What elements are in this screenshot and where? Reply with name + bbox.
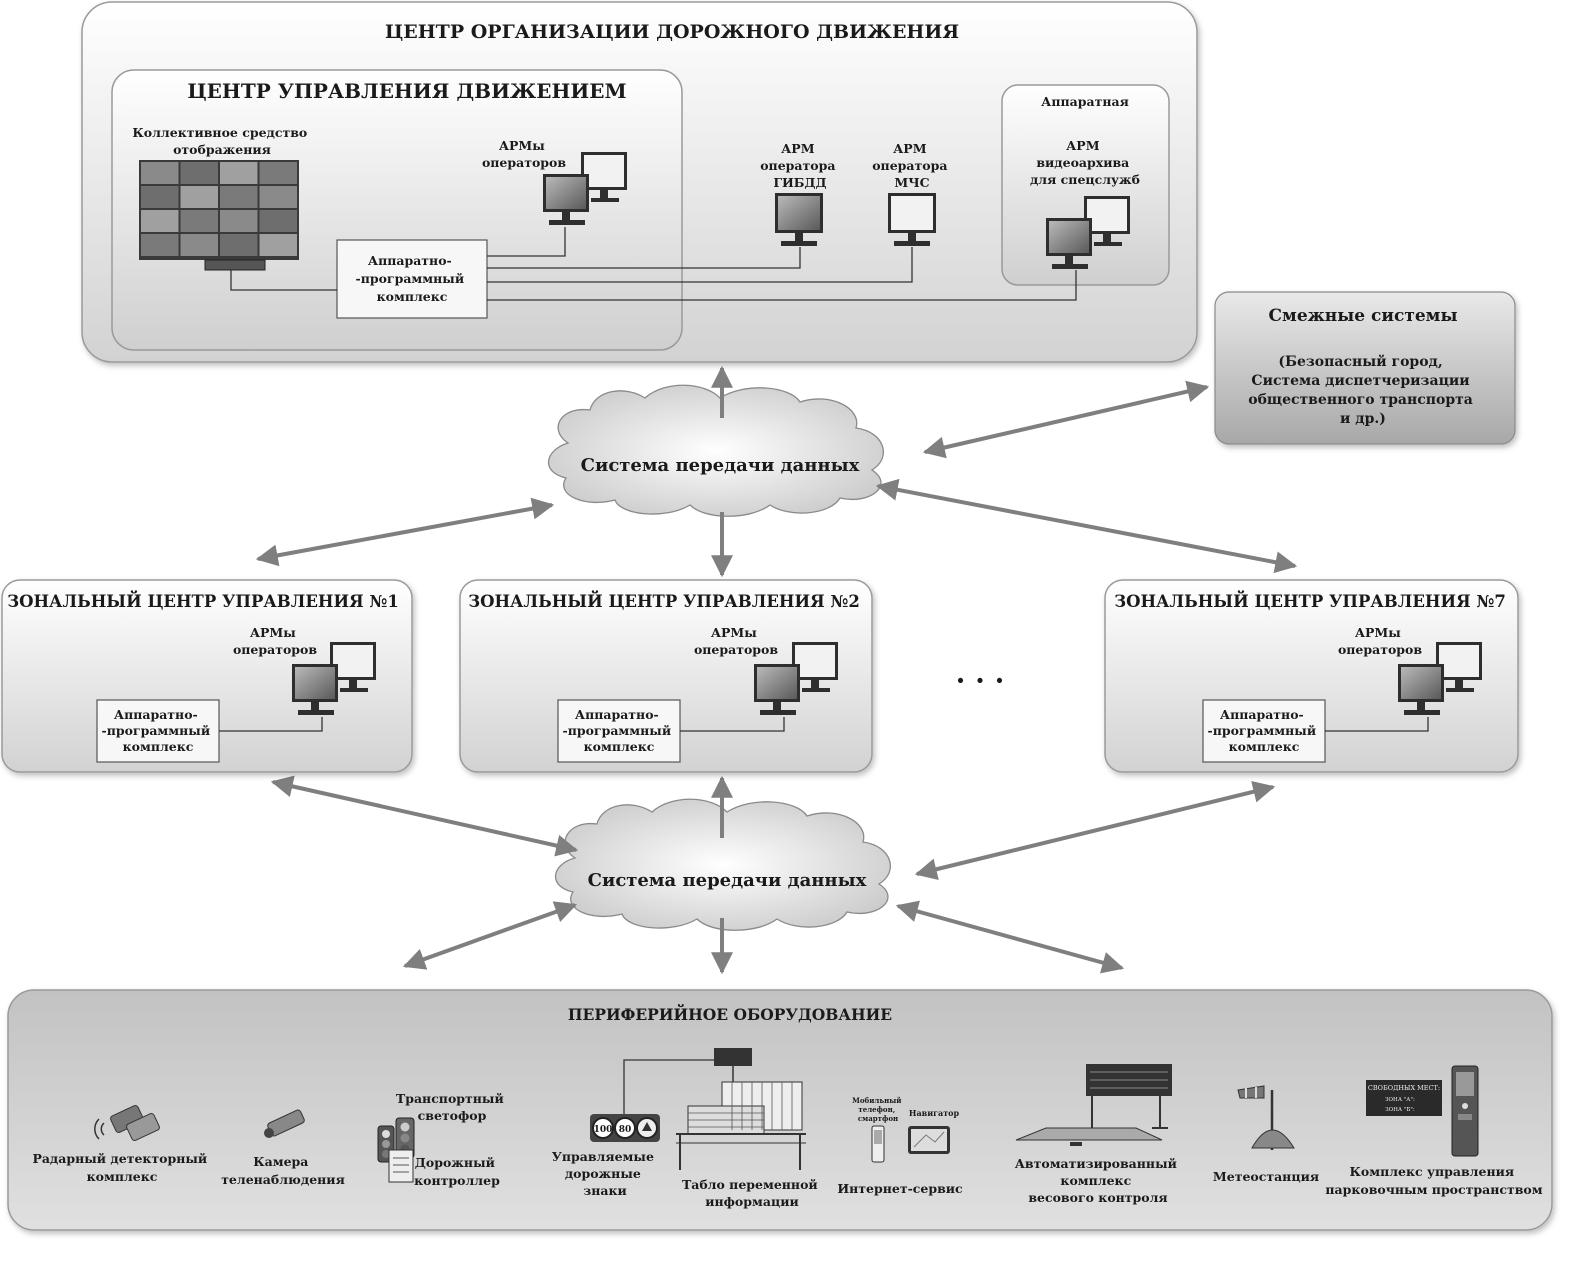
svg-text:Аппаратно- -программ: Аппаратно- -программный комплекс	[356, 253, 469, 304]
camera-label: Камера теленаблюдения	[221, 1154, 345, 1187]
video-wall-screen	[220, 234, 258, 256]
radar-icon	[94, 1104, 160, 1142]
mchs-label: АРМ оператора МЧС	[872, 141, 952, 190]
zone-title: ЗОНАЛЬНЫЙ ЦЕНТР УПРАВЛЕНИЯ №2	[468, 590, 860, 611]
video-wall-screen	[220, 210, 258, 232]
zonal-center-7: ЗОНАЛЬНЫЙ ЦЕНТР УПРАВЛЕНИЯ №7 АРМы опера…	[1104, 579, 1519, 773]
traffic-organization-center: ЦЕНТР ОРГАНИЗАЦИИ ДОРОЖНОГО ДВИЖЕНИЯ ЦЕН…	[81, 1, 1198, 363]
center-connection-lines	[230, 227, 1077, 301]
zone-operators-label: АРМы операторов	[694, 625, 778, 657]
svg-text:ЗОНА "Б":: ЗОНА "Б":	[1385, 1107, 1415, 1113]
network-bottom-label: Система передачи данных	[588, 870, 867, 891]
camera-icon	[264, 1109, 305, 1138]
video-wall-screen	[220, 162, 258, 184]
weigh-station-icon	[1015, 1064, 1172, 1146]
parking-label: Комплекс управления парковочным простран…	[1325, 1164, 1542, 1197]
zonal-center-1: ЗОНАЛЬНЫЙ ЦЕНТР УПРАВЛЕНИЯ №1 АРМы опера…	[1, 579, 413, 773]
data-network-cloud-bottom: Система передачи данных	[554, 798, 891, 931]
zone-hw-complex	[96, 699, 220, 763]
adjacent-title: Смежные системы	[1269, 306, 1458, 326]
signs-label: Управляемые дорожные знаки	[552, 1149, 659, 1198]
radar-label: Радарный детекторный комплекс	[32, 1151, 211, 1184]
svg-text:Аппаратно- -программный: Аппаратно- -программный комплекс	[1208, 707, 1321, 754]
phone-icon	[871, 1125, 885, 1163]
parking-board-icon: СВОБОДНЫХ МЕСТ: ЗОНА "А": ЗОНА "Б":	[1366, 1080, 1442, 1116]
peripheral-equipment: ПЕРИФЕРИЙНОЕ ОБОРУДОВАНИЕ Радарный детек…	[7, 989, 1553, 1231]
data-network-cloud-top: Система передачи данных	[547, 384, 884, 517]
variable-message-board-icon	[676, 1048, 806, 1170]
video-wall-screen	[141, 234, 179, 256]
hw-software-complex: Аппаратно- -программный комплекс	[336, 239, 488, 319]
video-wall-screen	[220, 186, 258, 208]
zone-operators-label: АРМы операторов	[1338, 625, 1422, 657]
hardware-room-title: Аппаратная	[1041, 94, 1129, 109]
tmc-title: ЦЕНТР УПРАВЛЕНИЯ ДВИЖЕНИЕМ	[187, 79, 626, 103]
navigator-label: Навигатор	[909, 1108, 960, 1118]
adjacent-description: (Безопасный город, Система диспетчеризац…	[1248, 353, 1478, 427]
video-wall-screen	[259, 234, 297, 256]
vms-label: Табло переменной информации	[682, 1177, 822, 1209]
svg-text:80: 80	[619, 1125, 632, 1135]
video-wall-screen	[180, 186, 218, 208]
parking-terminal-icon	[1451, 1065, 1479, 1157]
svg-text:Аппаратно- -программный: Аппаратно- -программный комплекс	[563, 707, 676, 754]
zone-title: ЗОНАЛЬНЫЙ ЦЕНТР УПРАВЛЕНИЯ №7	[1114, 590, 1506, 611]
variable-signs-icon: 100 80	[590, 1059, 714, 1142]
svg-text:Аппаратно- -программный: Аппаратно- -программный комплекс	[102, 707, 215, 754]
video-wall-screen	[259, 162, 297, 184]
svg-text:СВОБОДНЫХ МЕСТ:: СВОБОДНЫХ МЕСТ:	[1368, 1084, 1440, 1092]
center-title: ЦЕНТР ОРГАНИЗАЦИИ ДОРОЖНОГО ДВИЖЕНИЯ	[385, 21, 959, 43]
phone-label: Мобильный телефон, смартфон	[852, 1096, 904, 1123]
ellipsis: · · ·	[956, 664, 1005, 697]
zone-title: ЗОНАЛЬНЫЙ ЦЕНТР УПРАВЛЕНИЯ №1	[7, 590, 399, 611]
weather-station-icon	[1237, 1085, 1295, 1150]
navigator-icon	[908, 1126, 950, 1154]
peripheral-title: ПЕРИФЕРИЙНОЕ ОБОРУДОВАНИЕ	[568, 1005, 892, 1024]
gibdd-label: АРМ оператора ГИБДД	[760, 141, 840, 190]
data-flow-arrows	[255, 365, 1298, 975]
video-wall-icon	[139, 160, 299, 271]
video-wall-screen	[180, 162, 218, 184]
weather-label: Метеостанция	[1213, 1169, 1319, 1184]
video-archive-label: АРМ видеоархива для спецслужб	[1030, 138, 1140, 187]
zone-hw-complex	[557, 699, 681, 763]
zonal-center-2: ЗОНАЛЬНЫЙ ЦЕНТР УПРАВЛЕНИЯ №2 АРМы опера…	[459, 579, 873, 773]
video-wall-screen	[259, 210, 297, 232]
zone-hw-complex	[1202, 699, 1326, 763]
video-wall-screen	[259, 186, 297, 208]
traffic-light-label: Транспортный светофор	[396, 1091, 508, 1123]
video-wall-screen	[141, 186, 179, 208]
video-wall-screen	[180, 210, 218, 232]
zone-operators-label: АРМы операторов	[233, 625, 317, 657]
svg-text:ЗОНА "А":: ЗОНА "А":	[1385, 1097, 1415, 1103]
video-wall-screen	[180, 234, 218, 256]
tmc-operators-label: АРМы операторов	[482, 138, 566, 170]
adjacent-systems: Смежные системы (Безопасный город, Систе…	[1214, 291, 1516, 445]
svg-text:100: 100	[594, 1125, 613, 1135]
weigh-label: Автоматизированный комплекс весового кон…	[1015, 1156, 1182, 1205]
controller-icon	[388, 1149, 414, 1183]
video-wall-screen	[141, 210, 179, 232]
internet-service-label: Интернет-сервис	[837, 1181, 963, 1196]
display-label: Коллективное средство отображения	[132, 125, 311, 157]
video-wall-screen	[141, 162, 179, 184]
hardware-room: Аппаратная АРМ видеоархива для спецслужб	[1001, 84, 1170, 286]
network-top-label: Система передачи данных	[581, 455, 860, 476]
traffic-management-center: ЦЕНТР УПРАВЛЕНИЯ ДВИЖЕНИЕМ Коллективное …	[111, 69, 683, 351]
controller-label: Дорожный контроллер	[414, 1155, 500, 1188]
